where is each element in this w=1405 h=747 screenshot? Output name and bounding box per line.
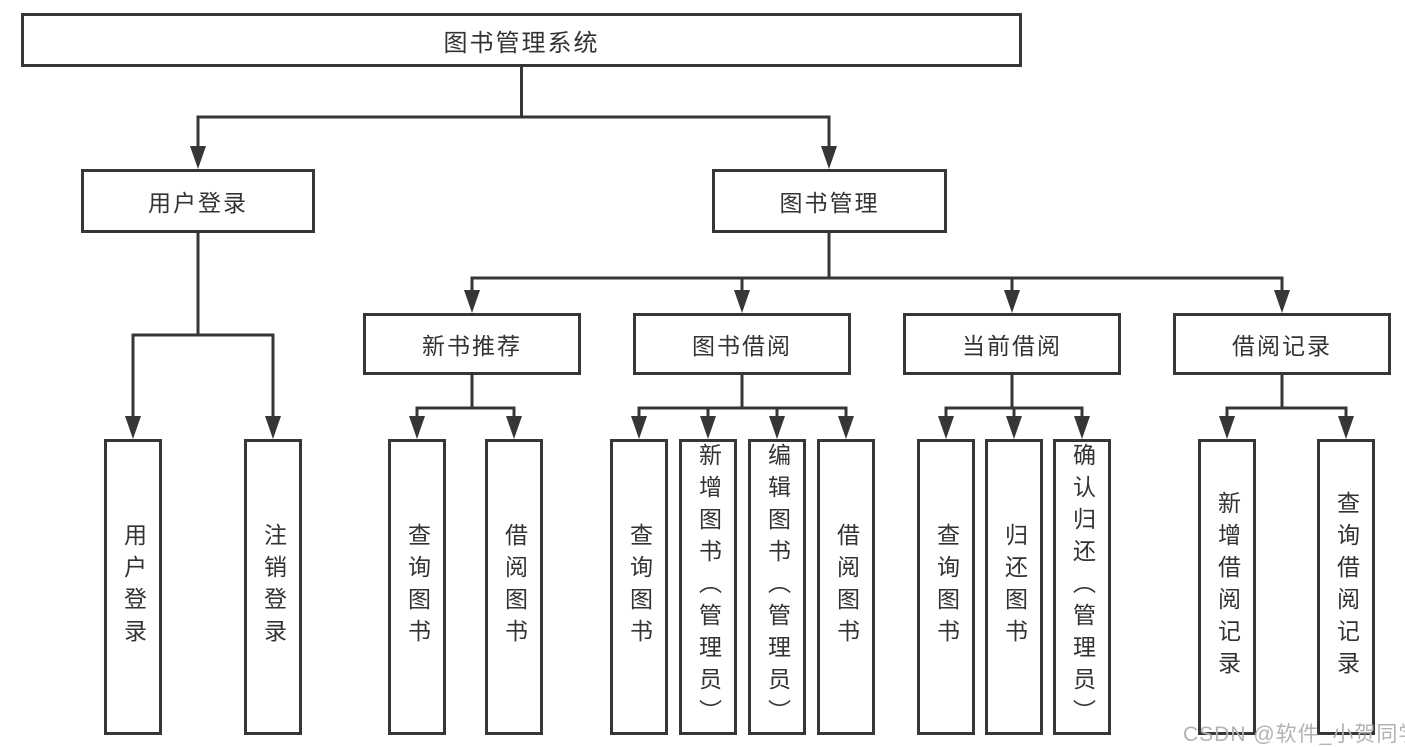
leaf-confirm-return-admin: 确认归还（管理员）: [1053, 439, 1111, 735]
arrow-down-icon: [631, 416, 647, 439]
leaf-logout: 注销登录: [244, 439, 302, 735]
arrow-down-icon: [838, 416, 854, 439]
arrow-down-icon: [769, 416, 785, 439]
arrow-down-icon: [1274, 290, 1290, 313]
leaf-borrow-books-recommend: 借阅图书: [485, 439, 543, 735]
leaf-label: 注销登录: [260, 523, 287, 651]
arrow-down-icon: [938, 416, 954, 439]
leaf-label: 借阅图书: [833, 523, 860, 651]
leaf-user-login: 用户登录: [104, 439, 162, 735]
node-user-login: 用户登录: [81, 169, 315, 233]
arrow-down-icon: [1074, 416, 1090, 439]
csdn-watermark: CSDN @软件_小贺同学: [1183, 723, 1405, 746]
leaf-label: 查询图书: [626, 523, 653, 651]
leaf-label: 编辑图书（管理员）: [764, 443, 791, 731]
node-book-management: 图书管理: [712, 169, 947, 233]
arrow-down-icon: [506, 416, 522, 439]
arrow-down-icon: [464, 290, 480, 313]
arrow-down-icon: [1006, 416, 1022, 439]
arrow-down-icon: [125, 416, 141, 439]
leaf-query-borrow-record: 查询借阅记录: [1317, 439, 1375, 735]
leaf-query-books-borrow: 查询图书: [610, 439, 668, 735]
leaf-query-books-current: 查询图书: [917, 439, 975, 735]
arrow-down-icon: [700, 416, 716, 439]
arrow-down-icon: [1004, 290, 1020, 313]
node-current-borrow: 当前借阅: [903, 313, 1121, 375]
node-label: 图书管理系统: [443, 29, 600, 57]
leaf-label: 查询图书: [404, 523, 431, 651]
node-new-book-recommend: 新书推荐: [363, 313, 581, 375]
node-library-management-system: 图书管理系统: [21, 13, 1022, 67]
leaf-label: 归还图书: [1001, 523, 1028, 651]
arrow-down-icon: [190, 146, 206, 169]
leaf-label: 借阅图书: [501, 523, 528, 651]
node-label: 当前借阅: [962, 333, 1062, 359]
leaf-borrow-books: 借阅图书: [817, 439, 875, 735]
leaf-add-books-admin: 新增图书（管理员）: [679, 439, 737, 735]
leaf-label: 确认归还（管理员）: [1069, 443, 1096, 731]
node-label: 借阅记录: [1232, 333, 1332, 359]
leaf-label: 用户登录: [120, 523, 147, 651]
arrow-down-icon: [821, 146, 837, 169]
node-label: 图书借阅: [692, 333, 792, 359]
leaf-label: 查询图书: [933, 523, 960, 651]
arrow-down-icon: [734, 290, 750, 313]
leaf-label: 新增图书（管理员）: [695, 443, 722, 731]
leaf-label: 新增借阅记录: [1214, 491, 1241, 683]
leaf-label: 查询借阅记录: [1333, 491, 1360, 683]
leaf-add-borrow-record: 新增借阅记录: [1198, 439, 1256, 735]
arrow-down-icon: [1219, 416, 1235, 439]
node-label: 新书推荐: [422, 333, 522, 359]
node-borrow-records: 借阅记录: [1173, 313, 1391, 375]
node-book-borrow: 图书借阅: [633, 313, 851, 375]
node-label: 图书管理: [779, 190, 880, 216]
arrow-down-icon: [409, 416, 425, 439]
node-label: 用户登录: [148, 190, 248, 216]
leaf-return-books: 归还图书: [985, 439, 1043, 735]
leaf-edit-books-admin: 编辑图书（管理员）: [748, 439, 806, 735]
arrow-down-icon: [1338, 416, 1354, 439]
leaf-query-books-recommend: 查询图书: [388, 439, 446, 735]
arrow-down-icon: [265, 416, 281, 439]
